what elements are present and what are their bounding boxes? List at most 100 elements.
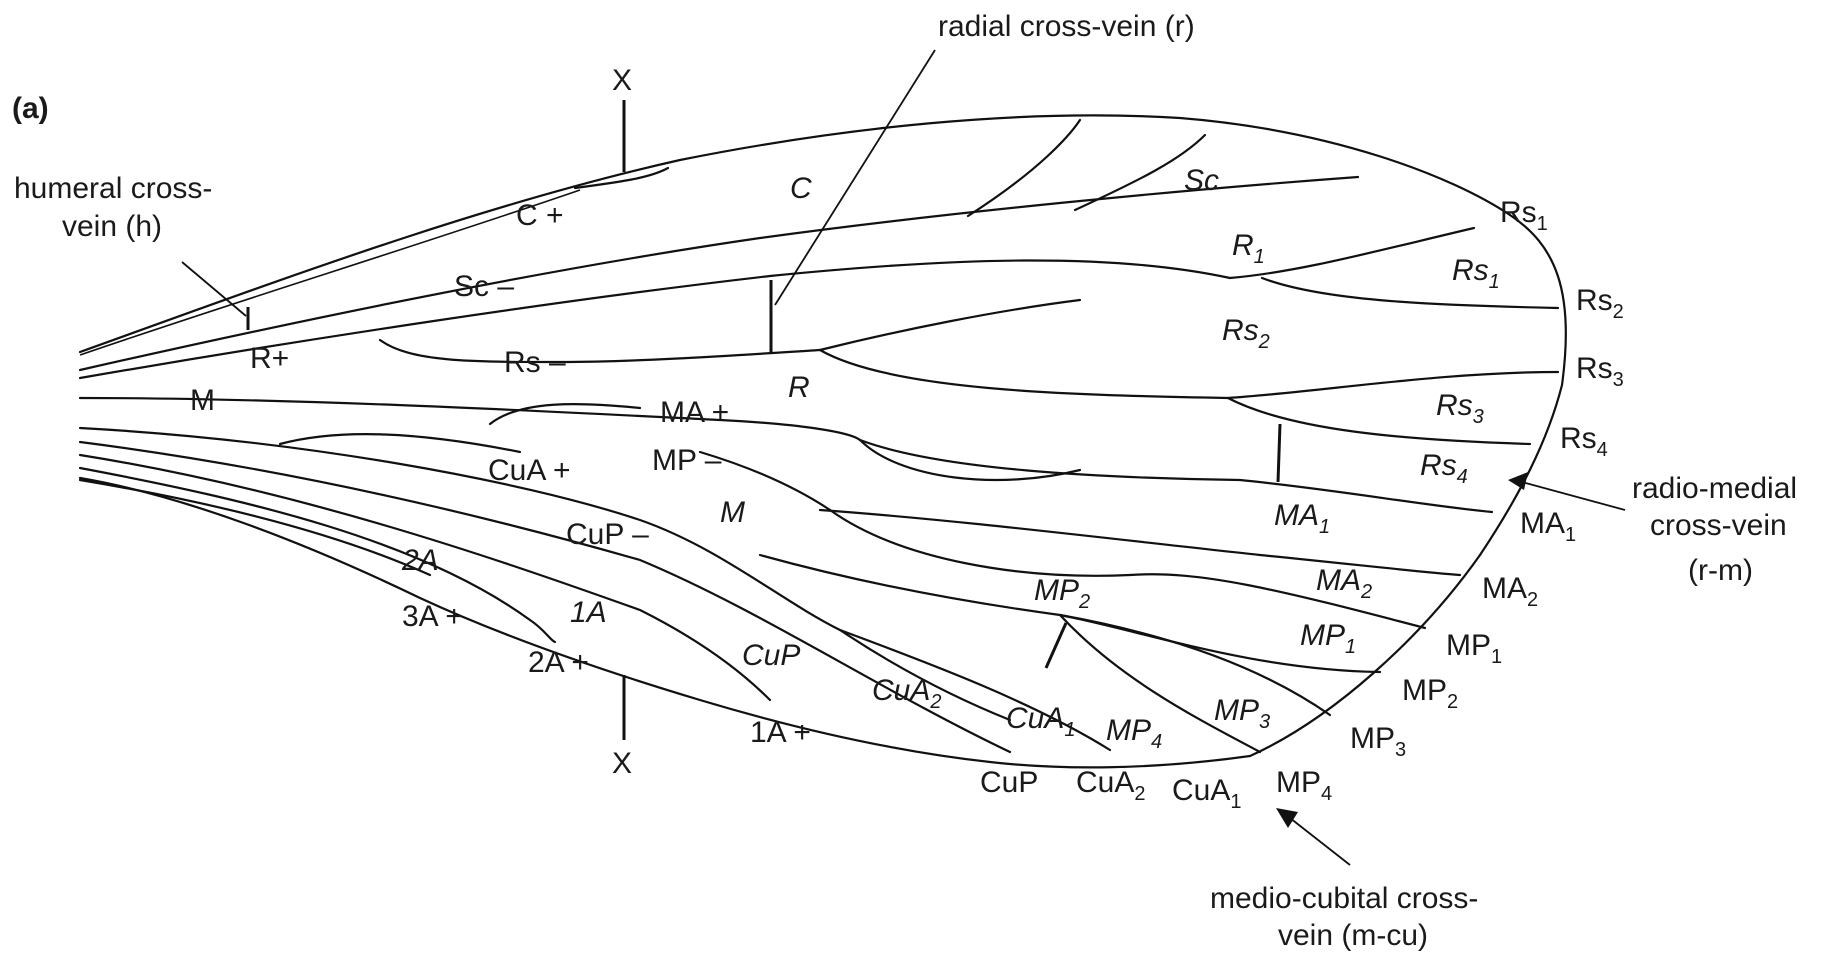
r-vein [78, 259, 1232, 380]
cell-label-r: R [788, 371, 810, 404]
cell-label-cup: CuP [742, 639, 800, 672]
radio-medial-callout-line2: cross-vein [1650, 509, 1787, 542]
label-subscript: 3 [1473, 406, 1484, 428]
cell-label-2a: 2A [401, 544, 439, 577]
humeral-pointer-line [181, 261, 247, 317]
section-mark-bottom: X [612, 747, 632, 780]
vein-label-c-plus: C + [516, 199, 564, 232]
apical-margin [1478, 213, 1568, 557]
c-vein-section [573, 166, 670, 190]
ma1-vein [858, 438, 1494, 514]
mp1-vein [828, 508, 1132, 577]
label-base: Rs [1222, 314, 1259, 347]
cell-label-rs3: Rs3 [1436, 389, 1484, 428]
label-subscript: 3 [1613, 369, 1624, 391]
label-base: MP [1446, 629, 1491, 662]
rs-upper-branch [818, 298, 1082, 352]
rs3-rs4-branch [1226, 396, 1532, 446]
cua2-vein [838, 628, 1012, 722]
cua-upper [278, 433, 522, 454]
cell-label-ma2: MA2 [1316, 564, 1372, 603]
3a-vein [78, 478, 432, 577]
humeral-callout-line2: vein (h) [62, 210, 162, 243]
ma-vein [488, 403, 642, 426]
label-base: MP [1300, 619, 1345, 652]
margin-label-mp1: MP1 [1446, 629, 1502, 668]
label-base: MP [1214, 694, 1259, 727]
radial-pointer-line [774, 49, 936, 306]
vein-label-m: M [190, 384, 215, 417]
mp3-vein [1058, 613, 1382, 674]
margin-label-rs2: Rs2 [1576, 284, 1624, 323]
medio-cubital-pointer-line [1289, 817, 1351, 866]
vein-label-cup-minus: CuP – [566, 518, 649, 551]
medio-cubital-callout-line2: vein (m-cu) [1278, 919, 1428, 952]
margin-label-mp2: MP2 [1402, 674, 1458, 713]
cell-label-mp4: MP4 [1106, 714, 1162, 753]
label-subscript: 4 [1151, 731, 1162, 753]
label-subscript: 2 [1258, 331, 1270, 353]
label-base: MA [1482, 572, 1527, 605]
cua1-vein [838, 628, 1112, 752]
margin-label-cua2: CuA2 [1076, 766, 1145, 805]
label-base: R [1232, 229, 1254, 262]
label-subscript: 1 [1319, 516, 1330, 538]
margin-label-rs3: Rs3 [1576, 352, 1624, 391]
label-subscript: 1 [1537, 213, 1548, 235]
vein-label-2a-plus: 2A + [528, 646, 589, 679]
r1-to-rs1 [1228, 226, 1476, 280]
static-labels: (a) X X radial cross-vein (r) humeral cr… [12, 10, 1797, 952]
veins [78, 118, 1560, 754]
sc-branch-2 [1073, 133, 1207, 212]
cell-label-ma1: MA1 [1274, 499, 1330, 538]
label-base: MA [1274, 499, 1319, 532]
radio-medial-cross-vein [1276, 423, 1282, 483]
cell-label-m: M [720, 496, 745, 529]
cua-vein [78, 426, 842, 632]
cell-label-rs1: Rs1 [1452, 254, 1500, 293]
label-subscript: 4 [1321, 783, 1332, 805]
wing-outline [78, 114, 1568, 769]
mp4-vein [1058, 613, 1262, 754]
label-base: Rs [1420, 449, 1457, 482]
posterior-margin [78, 476, 1482, 769]
label-base: Rs [1452, 254, 1489, 287]
label-subscript: 2 [1360, 581, 1372, 603]
cell-label-mp1: MP1 [1300, 619, 1356, 658]
label-base: MA [1520, 507, 1565, 540]
costal-inner-line [79, 189, 581, 356]
label-base: Rs [1560, 422, 1597, 455]
label-base: MP [1276, 766, 1321, 799]
cell-label-rs4: Rs4 [1420, 449, 1468, 488]
cell-label-mp2: MP2 [1034, 574, 1090, 613]
label-base: Rs [1436, 389, 1473, 422]
label-base: MP [1350, 722, 1395, 755]
label-subscript: 4 [1457, 466, 1468, 488]
cup-vein [78, 440, 1012, 754]
radio-medial-callout-line1: radio-medial [1632, 472, 1797, 505]
label-subscript: 1 [1345, 636, 1356, 658]
cell-label-c: C [790, 172, 812, 205]
mp-vein [698, 450, 832, 512]
cell-label-cua1: CuA1 [1006, 702, 1075, 741]
rs-vein [378, 338, 822, 364]
1a-vein [78, 453, 772, 702]
label-subscript: 2 [1078, 591, 1090, 613]
cell-label-mp3: MP3 [1214, 694, 1270, 733]
cross-veins [246, 280, 1282, 669]
label-base: CuA [1006, 702, 1064, 735]
medio-cubital-arrowhead [1276, 808, 1298, 828]
radial-callout: radial cross-vein (r) [938, 10, 1195, 43]
sc-vein [78, 175, 1360, 372]
label-base: CuA [1076, 766, 1134, 799]
label-subscript: 2 [929, 691, 941, 713]
mp-fork [1128, 573, 1427, 630]
label-subscript: 3 [1259, 711, 1270, 733]
section-mark-top: X [612, 64, 632, 97]
label-subscript: 1 [1565, 524, 1576, 546]
vein-label-ma-plus: MA + [660, 396, 729, 429]
cell-label-rs2: Rs2 [1222, 314, 1270, 353]
label-base: Rs [1576, 352, 1613, 385]
